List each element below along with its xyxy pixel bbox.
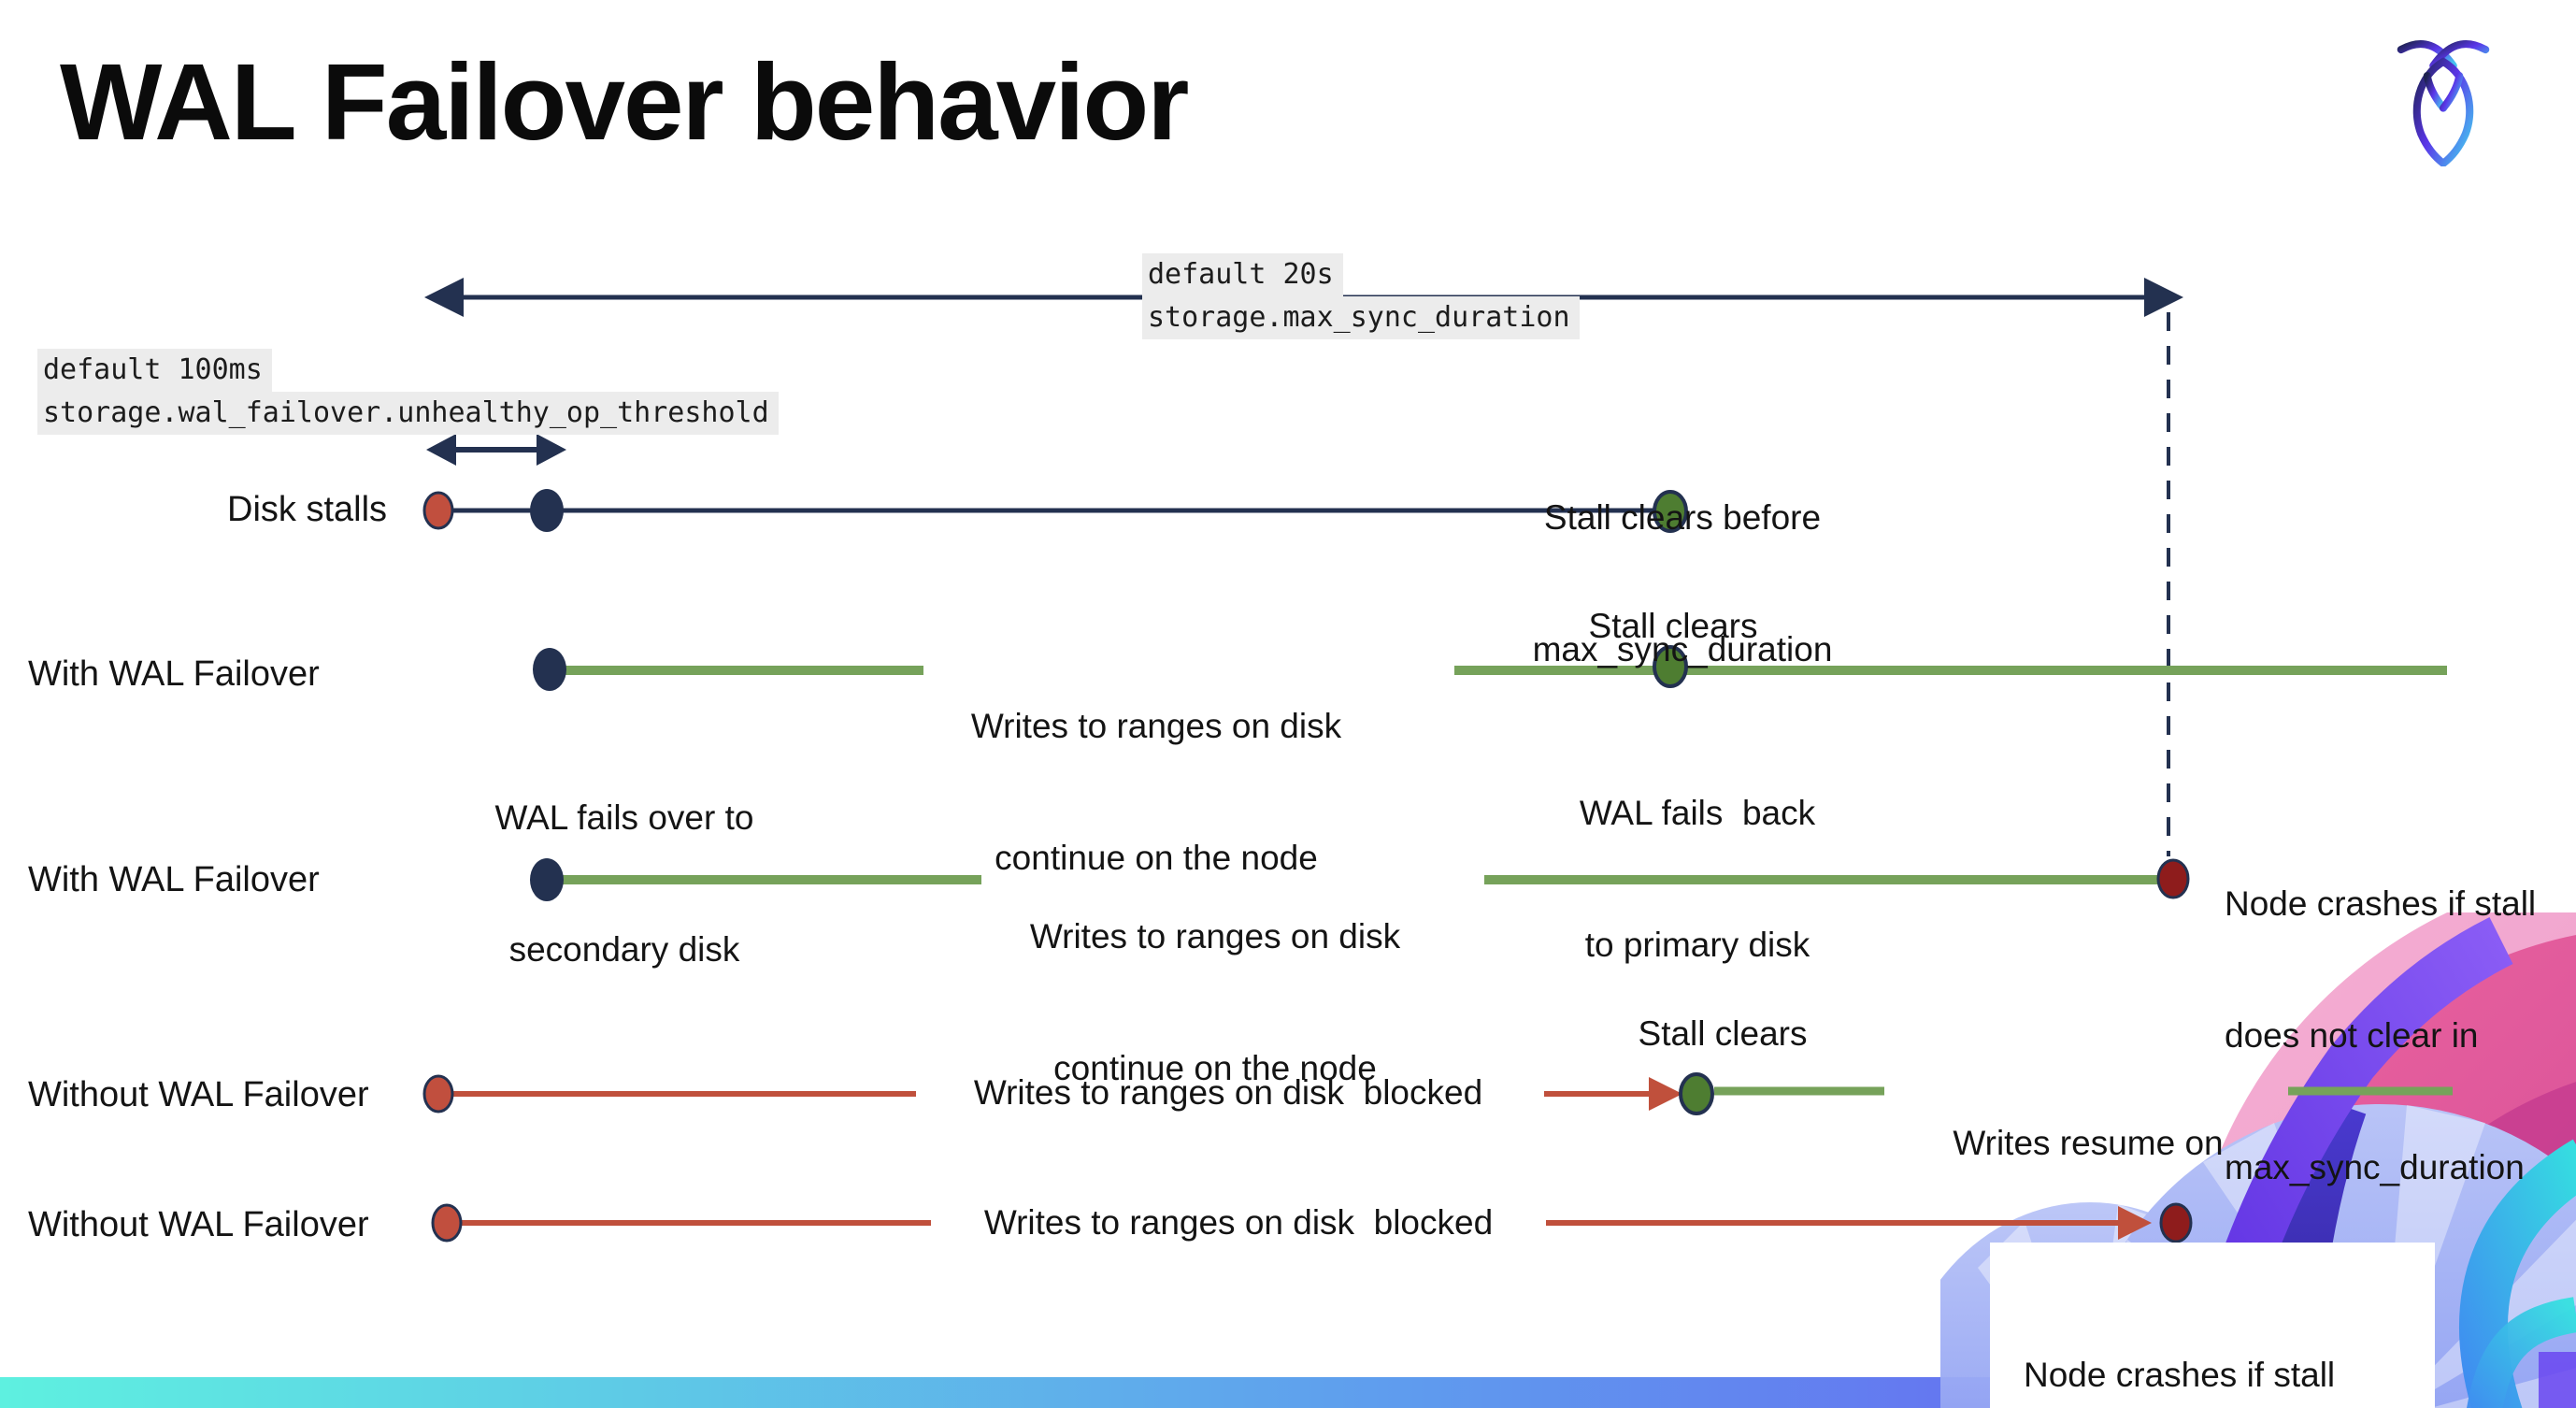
row-label-disk-stalls: Disk stalls	[227, 490, 388, 529]
row-label-without-wal-failover-2: Without WAL Failover	[28, 1205, 369, 1244]
note-line: max_sync_duration	[1532, 630, 1833, 668]
threshold-dot	[530, 489, 564, 532]
note-line: Writes to ranges on disk	[1029, 917, 1401, 955]
art-cyan-curve-2	[2467, 1297, 2576, 1408]
row-label-without-wal-failover-1: Without WAL Failover	[28, 1075, 369, 1114]
art-purple-corner	[2539, 1352, 2576, 1408]
writes-blocked-note-1: Writes to ranges on disk blocked	[973, 1073, 1483, 1112]
wal-fails-back-note: WAL fails back to primary disk	[1580, 703, 1815, 1055]
stall-clears-dot	[1653, 490, 1688, 533]
stall-start-dot	[422, 1074, 454, 1113]
stall-clears-note-2: Stall clears	[1638, 1014, 1808, 1053]
failback-dot	[1653, 645, 1688, 688]
max-sync-default-value: default 20s	[1142, 253, 1343, 296]
node-crash-dot	[2159, 1202, 2193, 1243]
note-line: max_sync_duration	[2225, 1148, 2525, 1186]
arrow-right-head-icon	[2144, 278, 2183, 317]
note-line: does not clear in	[2225, 1016, 2479, 1055]
note-line: secondary disk	[508, 930, 740, 969]
node-crashes-note-2: Node crashes if stall does not clear in …	[2024, 1265, 2335, 1408]
max-sync-duration-label: default 20s storage.max_sync_duration	[1142, 253, 1580, 339]
writes-blocked-note-2: Writes to ranges on disk blocked	[983, 1203, 1494, 1242]
writes-continue-note-2: Writes to ranges on disk continue on the…	[1030, 826, 1400, 1178]
note-line: Stall clears before	[1543, 498, 1822, 537]
stall-clears-before-note: Stall clears before max_sync_duration	[1533, 408, 1833, 759]
note-line: Writes resume on	[1953, 1124, 2224, 1162]
stall-clears-note-1: Stall clears	[1588, 607, 1758, 645]
note-line: to primary disk	[1584, 926, 1810, 964]
wal-fails-over-note: WAL fails over to secondary disk	[495, 708, 754, 1059]
blocked-arrow-head-icon	[1649, 1077, 1682, 1111]
stall-start-dot	[422, 491, 454, 530]
note-line: continue on the node	[1053, 1049, 1377, 1087]
page-title: WAL Failover behavior	[60, 41, 1189, 163]
unhealthy-op-default-value: default 100ms	[37, 349, 272, 392]
note-line: WAL fails over to	[494, 798, 754, 837]
node-crash-dot	[2156, 858, 2190, 899]
stall-start-dot	[431, 1203, 463, 1243]
note-line: WAL fails back	[1579, 794, 1816, 832]
failover-start-dot	[530, 858, 564, 901]
blocked-arrow-head-icon	[2118, 1206, 2152, 1240]
small-arrow-left-head-icon	[426, 434, 456, 466]
note-line: Writes to ranges on disk	[970, 707, 1342, 745]
row-label-with-wal-failover-2: With WAL Failover	[28, 860, 320, 899]
arrow-left-head-icon	[424, 278, 464, 317]
node-crashes-note-1: Node crashes if stall does not clear in …	[2225, 794, 2536, 1277]
unhealthy-op-threshold-label: default 100ms storage.wal_failover.unhea…	[37, 349, 779, 435]
row-label-with-wal-failover-1: With WAL Failover	[28, 654, 320, 694]
node-crashes-note-box: Node crashes if stall does not clear in …	[1990, 1243, 2435, 1408]
note-line: continue on the node	[995, 839, 1318, 877]
stall-clears-dot	[1679, 1072, 1714, 1115]
note-line: Node crashes if stall	[2024, 1356, 2336, 1394]
note-line: Node crashes if stall	[2225, 884, 2537, 923]
unhealthy-op-setting-name: storage.wal_failover.unhealthy_op_thresh…	[37, 392, 779, 435]
writes-continue-note-1: Writes to ranges on disk continue on the…	[971, 616, 1341, 968]
failover-start-dot	[533, 648, 566, 691]
max-sync-setting-name: storage.max_sync_duration	[1142, 296, 1580, 339]
cockroachdb-logo-icon	[2397, 39, 2490, 166]
small-arrow-right-head-icon	[537, 434, 566, 466]
